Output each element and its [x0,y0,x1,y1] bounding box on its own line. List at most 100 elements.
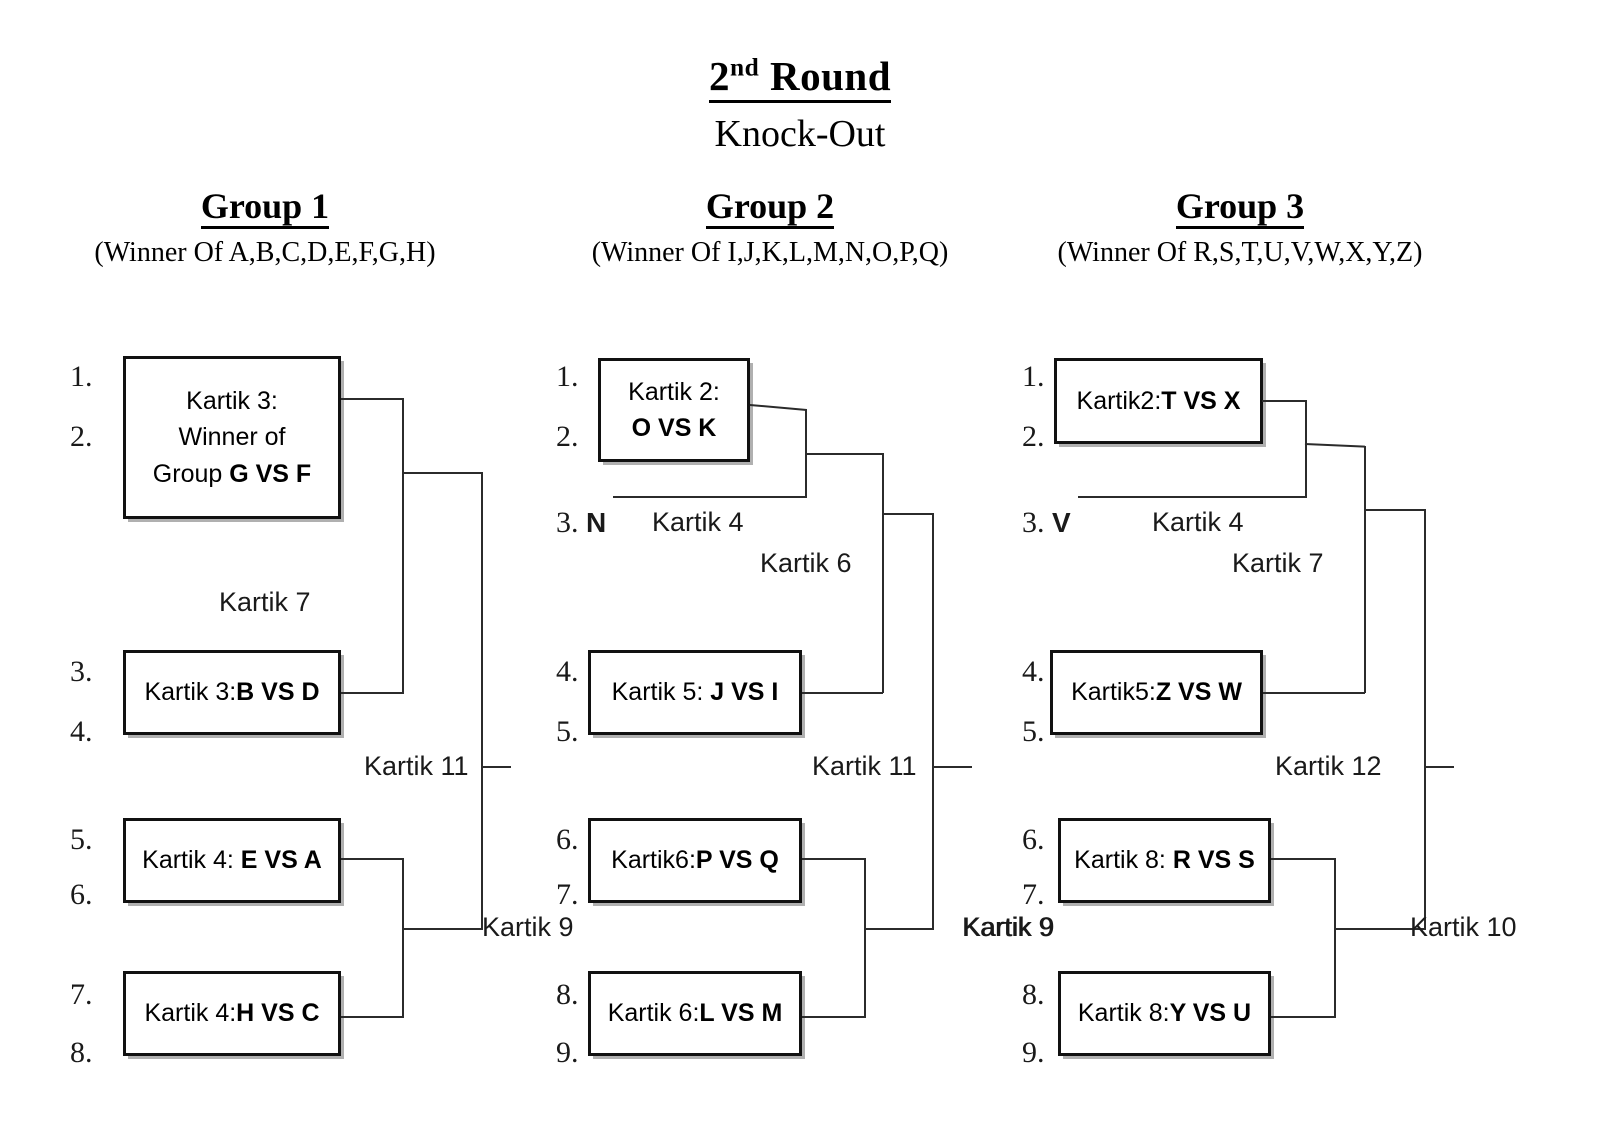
g3-connector-semi-top-slant [1304,443,1365,448]
g2-seed-4: 4. [556,655,579,688]
g1-seed-7: 7. [70,978,93,1011]
g2-match-box-1[interactable]: Kartik 2: O VS K [598,358,750,462]
g2-match-box-3[interactable]: Kartik6:P VS Q [588,818,802,903]
group-1-header: Group 1 (Winner Of A,B,C,D,E,F,G,H) [30,187,500,269]
g1-match-box-4[interactable]: Kartik 4:H VS C [123,971,341,1056]
g1-connector-low2-h [341,1016,404,1018]
g3-seed-4: 4. [1022,655,1045,688]
g1-match-box-2-text: Kartik 3:B VS D [144,678,320,707]
g3-connector-top-h [1262,400,1307,402]
g2-round-label-kartik-4: Kartik 4 [652,507,744,537]
g3-match-box-3-text: Kartik 8: R VS S [1074,846,1255,875]
g1-round-label-kartik-9: Kartik 9 [482,912,574,942]
final-round-label-kartik-10: Kartik 10 [1410,912,1517,942]
g2-final-v [932,513,934,930]
g1-connector-upper-v [402,398,404,694]
g2-match-box-4-text: Kartik 6:L VS M [607,999,783,1028]
g3-round-label-kartik-4: Kartik 4 [1152,507,1244,537]
g1-seed-5: 5. [70,823,93,856]
g3-match-box-4[interactable]: Kartik 8:Y VS U [1058,971,1271,1056]
g1-seed-3: 3. [70,655,93,688]
g2-connector-bye-h [613,496,807,498]
g3-connector-semi-mid-h [1364,509,1426,511]
g3-match-box-3[interactable]: Kartik 8: R VS S [1058,818,1271,903]
g1-seed-6: 6. [70,878,93,911]
g1-match-box-1[interactable]: Kartik 3: Winner of Group G VS F [123,356,341,519]
page-subtitle: Knock-Out [714,113,886,155]
g2-seed-1: 1. [556,360,579,393]
g3-round-label-kartik-12: Kartik 12 [1275,751,1382,781]
g3-match-box-3-teams: R VS S [1172,846,1255,875]
g2-seed-2: 2. [556,420,579,453]
g2-round-label-kartik-6: Kartik 6 [760,548,852,578]
g2-match-box-2-text: Kartik 5: J VS I [611,678,779,707]
g2-match-box-4[interactable]: Kartik 6:L VS M [588,971,802,1056]
g3-match-box-1-teams: T VS X [1161,386,1241,415]
page-title-word: Round [759,53,892,99]
page-title-number: 2 [708,53,730,99]
g2-seed-8: 8. [556,978,579,1011]
g1-final-stub-h [481,766,511,768]
group-3-subtitle: (Winner Of R,S,T,U,V,W,X,Y,Z) [1057,236,1423,268]
g1-match-box-3[interactable]: Kartik 4: E VS A [123,818,341,903]
group-3-header: Group 3 (Winner Of R,S,T,U,V,W,X,Y,Z) [1005,187,1475,269]
g3-seed-3-letter: V [1052,507,1071,538]
g1-seed-1: 1. [70,360,93,393]
g3-match-box-2[interactable]: Kartik5:Z VS W [1050,650,1263,735]
g3-connector-upper-v [1305,400,1307,498]
g3-match-box-2-text: Kartik5:Z VS W [1071,678,1242,707]
g2-match-box-3-text: Kartik6:P VS Q [611,846,779,875]
g2-seed-7: 7. [556,878,579,911]
g3-match-box-4-teams: Y VS U [1169,999,1252,1028]
g3-connector-low2-h [1271,1016,1336,1018]
g2-match-box-1-teams: O VS K [631,414,717,442]
g3-match-box-1[interactable]: Kartik2:T VS X [1054,358,1263,444]
g2-seed-6: 6. [556,823,579,856]
page-title: 2nd Round [0,52,1600,103]
g2-connector-semi-bottom-h [864,928,934,930]
g2-seed-3: 3. N [556,506,607,539]
g2-connector-semi-top-h [805,453,884,455]
group-1-title: Group 1 [200,187,330,229]
g2-match-box-2[interactable]: Kartik 5: J VS I [588,650,802,735]
g3-seed-7: 7. [1022,878,1045,911]
g3-round-label-kartik-7: Kartik 7 [1232,548,1324,578]
g3-connector-low1-h [1271,858,1336,860]
group-2-header: Group 2 (Winner Of I,J,K,L,M,N,O,P,Q) [535,187,1005,269]
g1-match-box-1-line-1: Kartik 3: [186,387,278,416]
group-2-subtitle: (Winner Of I,J,K,L,M,N,O,P,Q) [591,236,949,268]
g3-seed-6: 6. [1022,823,1045,856]
g1-connector-low1-h [341,858,404,860]
g1-match-box-4-teams: H VS C [236,999,320,1028]
g1-match-box-2-teams: B VS D [236,678,320,707]
g3-connector-bye-h [1078,496,1307,498]
g1-connector-semi-bottom-h [402,928,482,930]
group-3-title: Group 3 [1175,187,1305,229]
g3-round-label-kartik-9: Kartik 9 [962,912,1054,942]
g3-connector-semi-bottom-h [1334,928,1404,930]
g1-match-box-1-line-2: Winner of [178,423,286,452]
g2-connector-mid-v [882,453,884,693]
group-2-title: Group 2 [705,187,835,229]
g1-match-box-2[interactable]: Kartik 3:B VS D [123,650,341,735]
g2-seed-9: 9. [556,1036,579,1069]
g3-connector-mid-h [1263,692,1365,694]
g2-match-box-2-teams: J VS I [710,678,779,707]
g2-connector-mid-h [802,692,883,694]
g1-match-box-1-teams: G VS F [229,459,312,488]
g3-final-v [1424,509,1426,930]
g3-match-box-2-teams: Z VS W [1155,678,1242,707]
g1-seed-4: 4. [70,715,93,748]
g3-seed-3: 3. V [1022,506,1071,539]
g1-match-box-3-teams: E VS A [240,846,322,875]
g2-connector-top-slant [749,404,807,411]
group-1-subtitle: (Winner Of A,B,C,D,E,F,G,H) [94,236,436,268]
g1-connector-semi-top-h [402,472,482,474]
g2-seed-5: 5. [556,715,579,748]
g3-seed-2: 2. [1022,420,1045,453]
g2-match-box-1-line-1: Kartik 2: [628,377,720,406]
g2-match-box-3-teams: P VS Q [695,846,779,875]
g3-connector-lower-v [1334,858,1336,1018]
g3-final-join-h [1402,928,1426,930]
